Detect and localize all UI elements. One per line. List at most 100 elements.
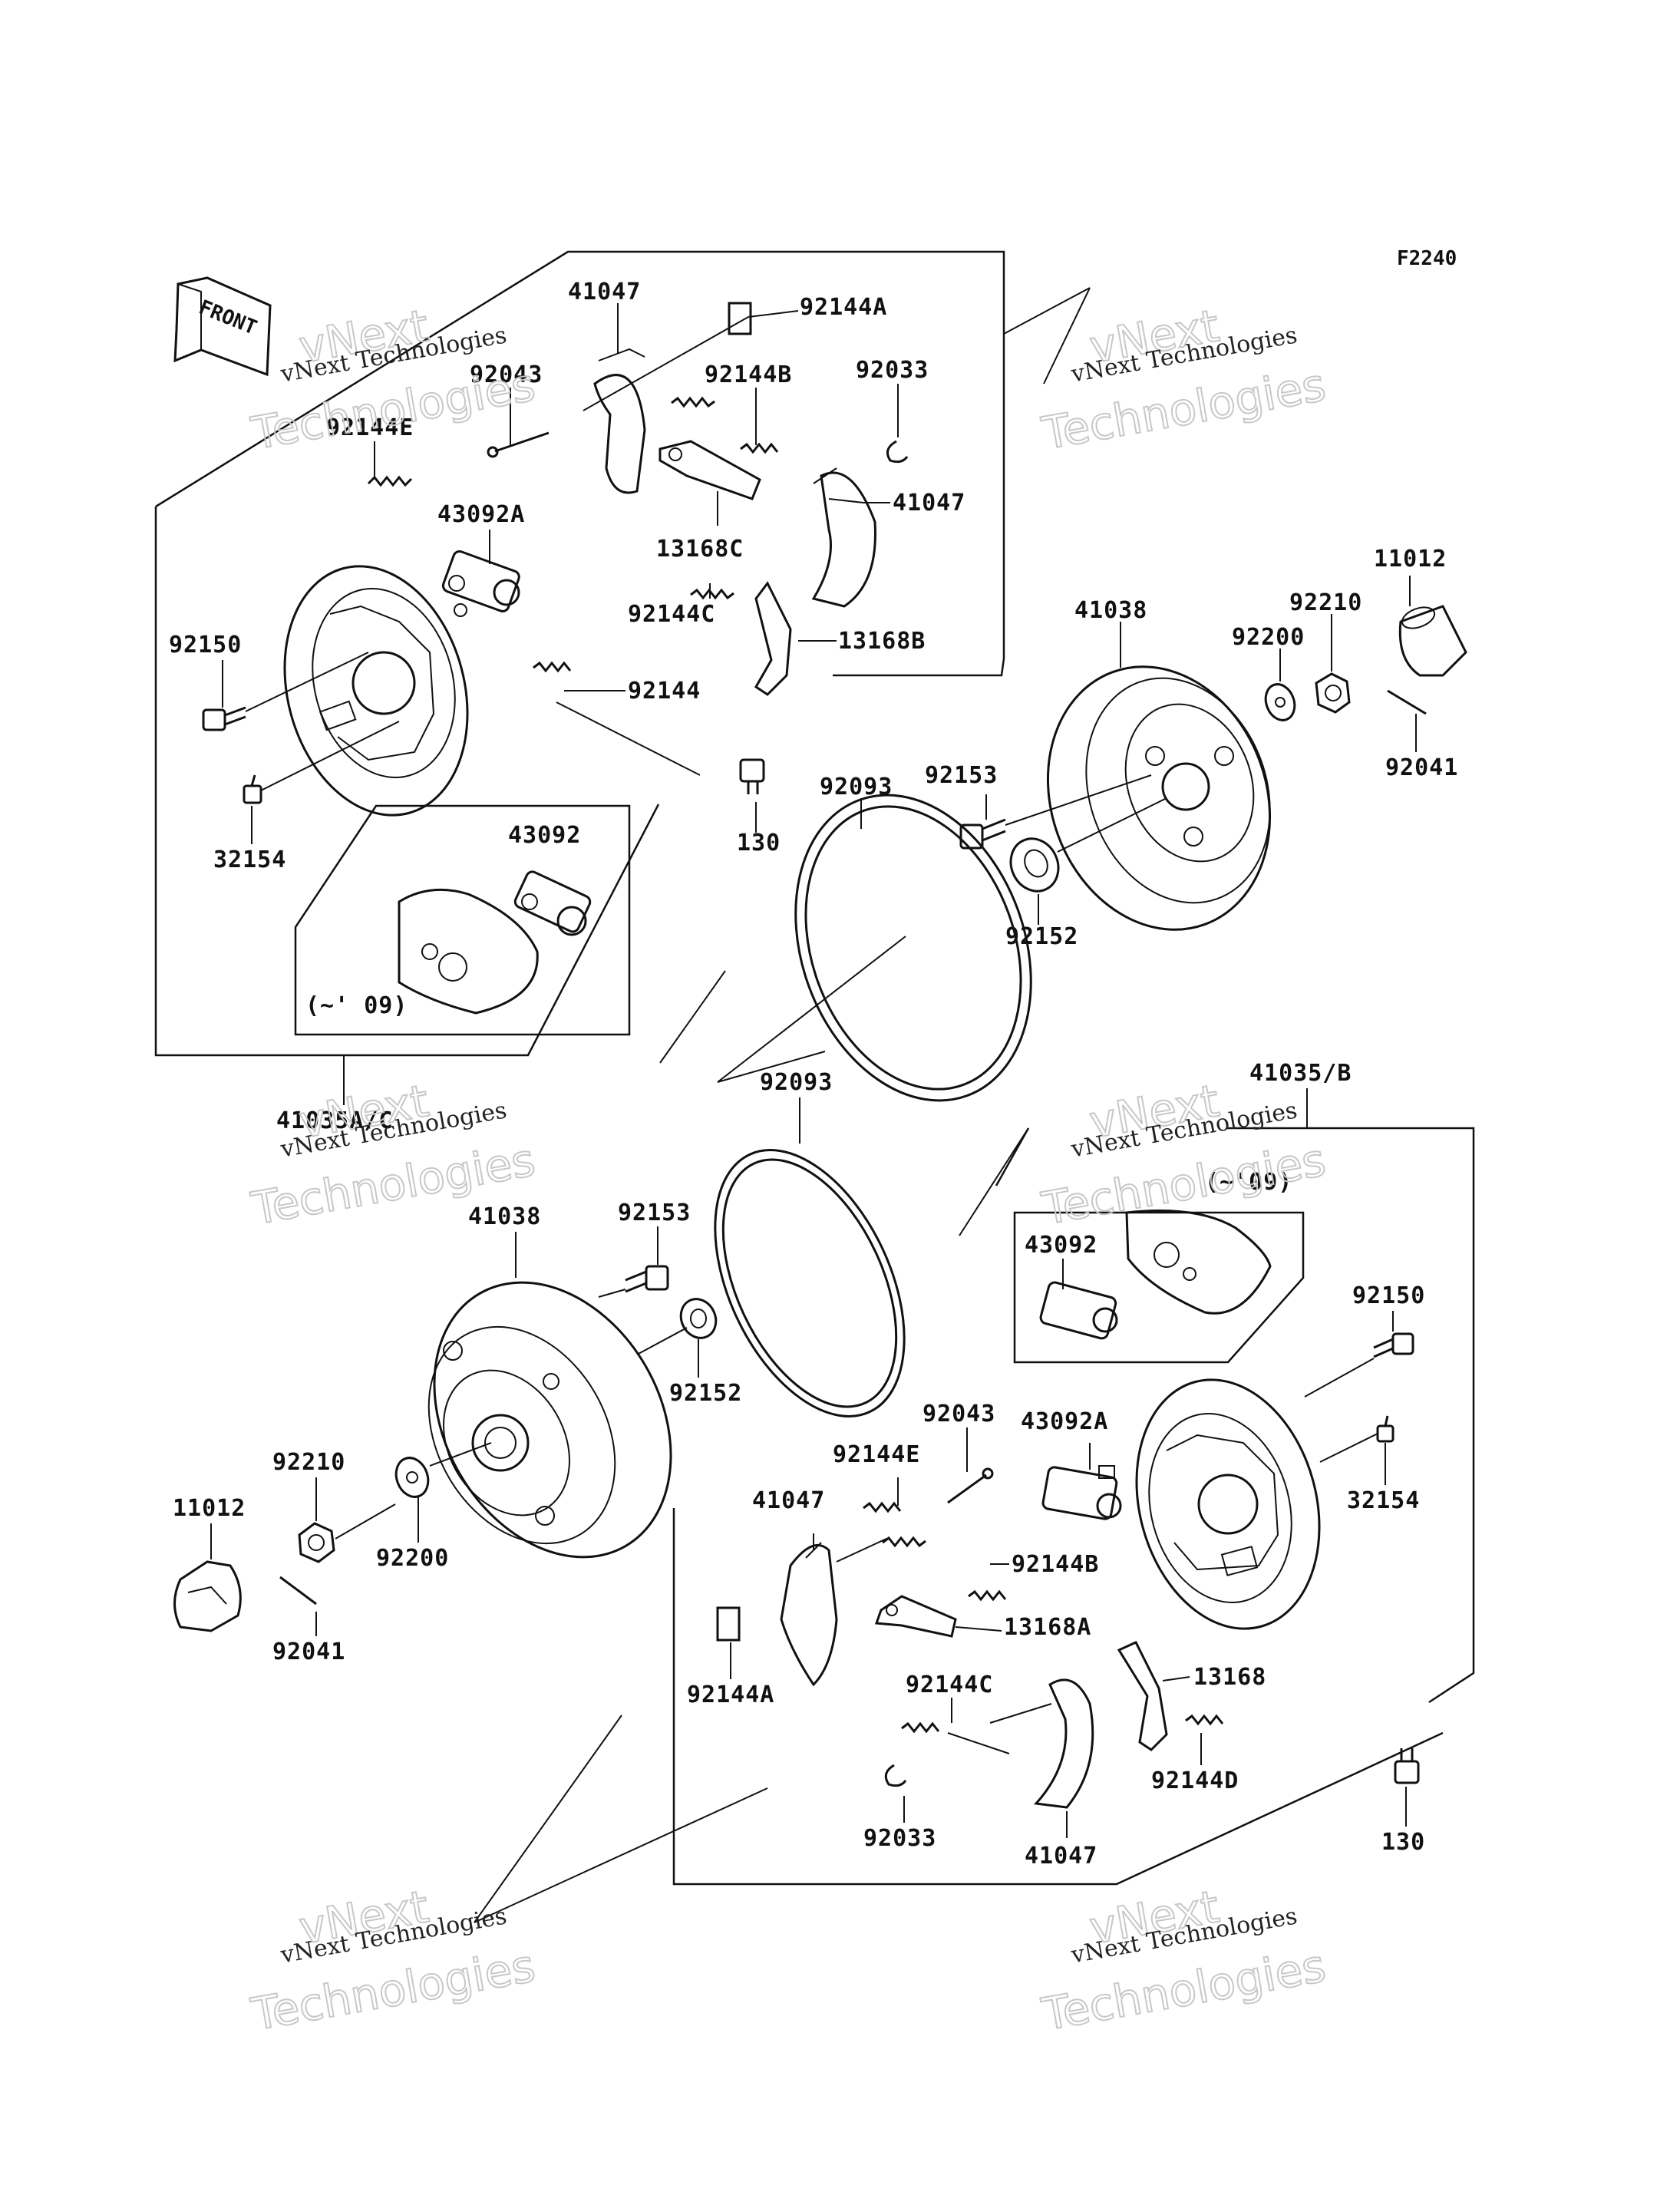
- top-assembly: (~' 09): [154, 250, 1467, 1134]
- wheel-cylinder-43092a-icon: [441, 550, 520, 617]
- part-label: 41038: [1074, 597, 1147, 624]
- part-label: 32154: [1347, 1487, 1420, 1514]
- assembly-label-top: 41035A/C: [276, 1107, 394, 1134]
- wheel-cylinder-icon: [1039, 1281, 1118, 1340]
- part-label: 13168: [1193, 1664, 1266, 1691]
- clip-icon: [716, 1606, 741, 1642]
- part-label: 92150: [1352, 1282, 1425, 1309]
- part-label: 41047: [752, 1487, 825, 1514]
- part-label: 92043: [470, 361, 543, 388]
- variant-label-bottom: (~'09): [1205, 1169, 1292, 1196]
- part-label: 13168B: [838, 628, 926, 655]
- assembly-label-bottom: 41035/B: [1249, 1060, 1352, 1087]
- part-label: 92041: [272, 1639, 345, 1665]
- spring-icon: [1185, 1714, 1224, 1726]
- part-label: 92200: [376, 1545, 449, 1572]
- front-arrow-icon: FRONT: [173, 276, 272, 377]
- part-label: 32154: [213, 847, 286, 873]
- pin-icon: [487, 431, 550, 458]
- bolt-icon: [202, 706, 246, 731]
- part-label: 92144B: [1012, 1551, 1099, 1578]
- part-label: 92144A: [687, 1682, 774, 1708]
- cotter-pin-icon: [279, 1576, 317, 1606]
- cap-icon: [173, 1560, 242, 1632]
- part-label: 130: [1381, 1829, 1425, 1856]
- pin-icon: [947, 1467, 994, 1504]
- e-clip-icon: [886, 440, 909, 464]
- spring-icon: [968, 1589, 1007, 1602]
- part-label: 13168C: [656, 536, 744, 563]
- brake-shoe-icon: [593, 348, 646, 494]
- part-label: 92144D: [1151, 1767, 1239, 1794]
- bottom-assembly-outline-base: [672, 1508, 1444, 1886]
- part-label: 92093: [760, 1069, 833, 1096]
- part-label: 92093: [820, 774, 893, 800]
- seal-ring-icon: [714, 1149, 906, 1417]
- part-label: 92210: [272, 1449, 345, 1476]
- part-label: 41047: [568, 279, 641, 305]
- part-label: 43092: [508, 822, 581, 849]
- spring-icon: [740, 442, 779, 454]
- part-label: 92144: [628, 678, 701, 705]
- brake-shoe-icon: [1033, 1678, 1094, 1809]
- part-label: 92153: [618, 1200, 691, 1226]
- bottom-leader-lines: [210, 1097, 1407, 1923]
- part-label: 92150: [169, 632, 242, 658]
- part-label: 43092A: [1021, 1408, 1108, 1435]
- bottom-part-labels: 92093 41038 92153 43092 92150 92152 9204…: [173, 1069, 1425, 1870]
- lever-icon: [1117, 1641, 1168, 1751]
- part-label: 92200: [1232, 624, 1305, 651]
- spring-icon: [690, 588, 734, 600]
- cap-icon: [1398, 605, 1467, 677]
- top-assembly-outline: [155, 250, 1005, 677]
- part-label: 41047: [893, 490, 965, 516]
- part-label: 92144A: [800, 294, 887, 321]
- bottom-assembly: 41035/B (~'09): [173, 1060, 1475, 1923]
- nut-icon: [298, 1522, 335, 1563]
- bolt-icon: [739, 758, 765, 794]
- part-label: 13168A: [1004, 1614, 1091, 1641]
- part-label: 92144E: [326, 414, 414, 441]
- seal-ring-icon: [794, 794, 1032, 1102]
- part-label: 92144C: [628, 601, 715, 628]
- part-label: 41047: [1025, 1843, 1097, 1870]
- washer-icon: [394, 1457, 430, 1498]
- spring-icon: [533, 661, 572, 673]
- figure-code: F2240: [1397, 247, 1457, 270]
- variant-label-top: (~' 09): [305, 992, 408, 1019]
- watermark-bottom-left: vNext Technologies vNext Technologies: [246, 1880, 540, 2041]
- front-arrow-label: FRONT: [196, 296, 260, 340]
- part-label: 43092A: [437, 501, 525, 528]
- spring-icon: [901, 1721, 940, 1734]
- bottom-assembly-outline: [1226, 1127, 1475, 1704]
- bolt-icon: [1394, 1748, 1420, 1784]
- lever-icon: [658, 440, 761, 500]
- watermark-top-left: vNext Technologies vNext Technologies: [246, 299, 540, 460]
- spring-icon: [367, 475, 413, 487]
- part-label: 11012: [1374, 546, 1447, 573]
- wheel-cylinder-43092a-icon: [1041, 1465, 1122, 1520]
- cotter-pin-icon: [1387, 689, 1427, 715]
- brake-drum-icon: [1046, 665, 1272, 931]
- bolt-icon: [959, 818, 1006, 850]
- lever-icon: [754, 581, 792, 696]
- top-assembly-outline-lower: [154, 507, 660, 1057]
- brake-shoe-icon: [780, 1542, 838, 1687]
- brake-drum-icon: [427, 1281, 672, 1559]
- part-label: 92210: [1289, 589, 1362, 616]
- part-label: 11012: [173, 1495, 246, 1522]
- bolt-icon: [625, 1265, 669, 1293]
- part-label: 92144E: [833, 1441, 920, 1468]
- part-label: 92152: [1005, 923, 1078, 950]
- nut-icon: [1315, 672, 1351, 714]
- part-label: 41038: [468, 1203, 541, 1230]
- brake-shoe-icon: [811, 467, 876, 608]
- part-label: 92153: [925, 762, 998, 789]
- lever-icon: [874, 1595, 957, 1638]
- part-label: 92041: [1385, 754, 1458, 781]
- watermark-bottom-right: vNext Technologies vNext Technologies: [1037, 1880, 1330, 2041]
- part-label: 92043: [923, 1401, 995, 1427]
- top-part-labels: 41047 92144A 92043 92144B 92033 92144E 4…: [169, 279, 1458, 1134]
- washer-icon: [1264, 683, 1296, 721]
